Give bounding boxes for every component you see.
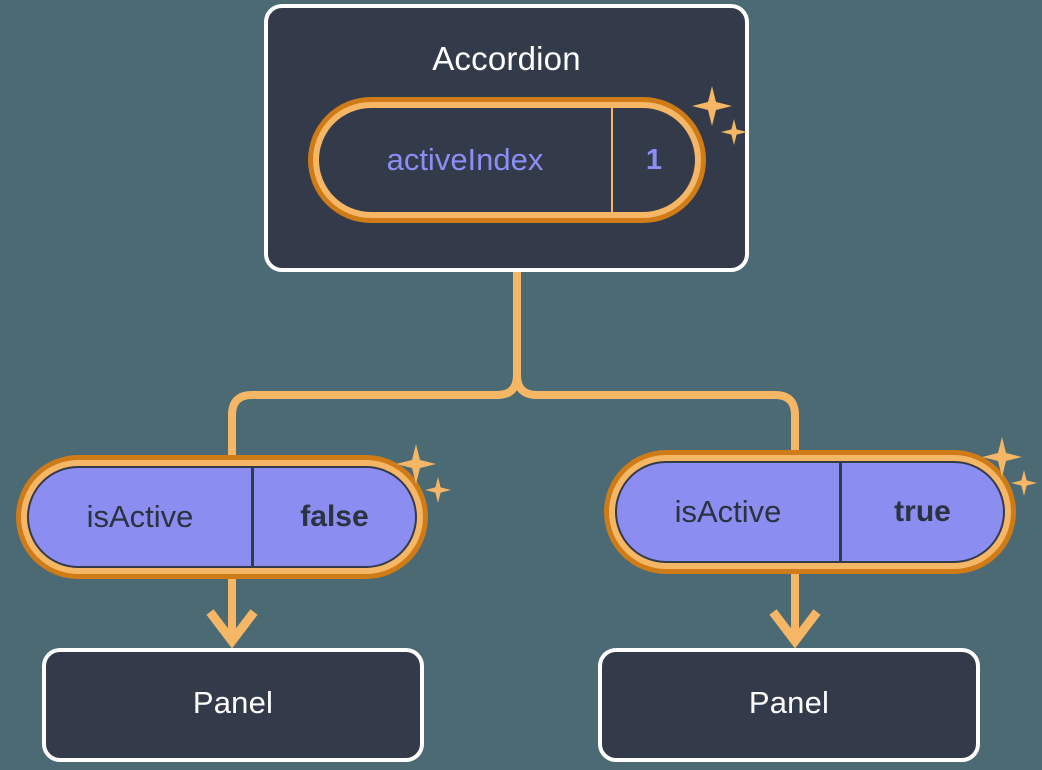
connector-root-to-left-state xyxy=(228,272,521,460)
component-node-panel-left[interactable]: Panel xyxy=(42,648,424,762)
arrowhead-left xyxy=(206,609,258,649)
arrowhead-right xyxy=(769,609,821,649)
component-node-title: Accordion xyxy=(432,40,581,77)
component-node-title: Panel xyxy=(192,685,274,720)
state-key-label: activeIndex xyxy=(386,142,544,177)
state-pill-is-active-true[interactable]: isActive true xyxy=(604,450,1016,574)
state-pill-is-active-false[interactable]: isActive false xyxy=(16,455,428,579)
sparkle-icon xyxy=(425,477,451,503)
state-key-label: isActive xyxy=(86,499,194,534)
sparkle-icon xyxy=(1011,470,1037,496)
state-value-label: true xyxy=(839,463,1003,561)
component-node-panel-right[interactable]: Panel xyxy=(598,648,980,762)
state-pill-body: activeIndex 1 xyxy=(319,108,695,212)
state-pill-ring: isActive false xyxy=(21,460,423,574)
state-pill-ring: activeIndex 1 xyxy=(313,102,701,218)
state-pill-active-index[interactable]: activeIndex 1 xyxy=(308,97,706,223)
component-node-title: Panel xyxy=(748,685,830,720)
state-pill-body: isActive false xyxy=(27,466,417,568)
connector-root-to-right-state xyxy=(513,272,799,455)
state-value-label: false xyxy=(251,468,415,566)
state-pill-ring: isActive true xyxy=(609,455,1011,569)
state-key-label: isActive xyxy=(674,494,782,529)
state-value-label: 1 xyxy=(611,108,695,212)
state-pill-body: isActive true xyxy=(615,461,1005,563)
